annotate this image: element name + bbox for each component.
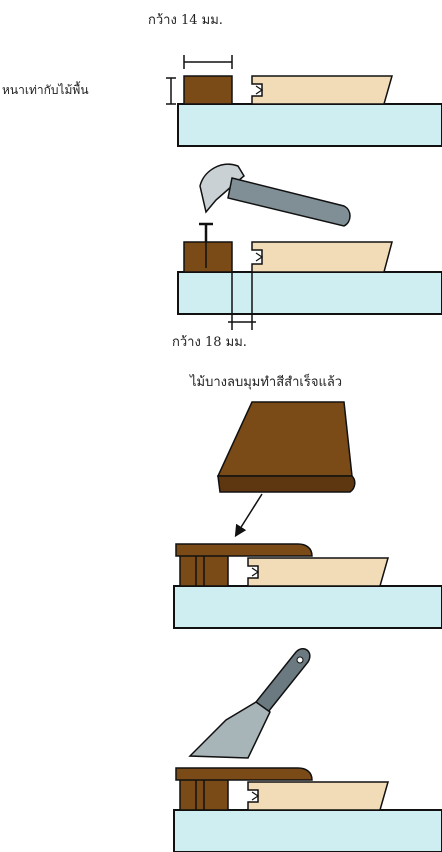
hammer-head (199, 163, 245, 214)
step-3-strip (173, 401, 442, 629)
finished-strip (216, 401, 353, 477)
label-width-18mm: กว้าง 18 มม. (172, 335, 247, 350)
knife-blade (188, 701, 271, 759)
hammer-handle (227, 177, 351, 227)
subfloor (177, 103, 442, 147)
step-2-nail (177, 163, 442, 330)
step-4-finish (173, 648, 442, 852)
label-finished-strip: ไม้บางลบมุมทำสีสำเร็จแล้ว (190, 375, 343, 390)
label-width-14mm: กว้าง 14 มม. (148, 13, 223, 28)
knife-handle (254, 648, 311, 714)
floor-board (251, 75, 393, 105)
step-1-measure (166, 55, 442, 147)
wood-block (183, 75, 233, 105)
label-thickness: หนาเท่ากับไม้พื้น (2, 83, 89, 97)
